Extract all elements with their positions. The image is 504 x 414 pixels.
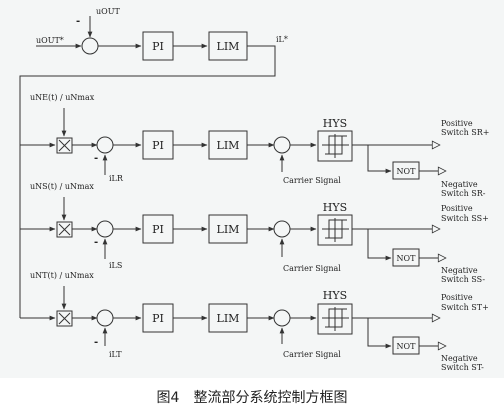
- hys-label-t: HYS: [323, 289, 347, 302]
- minus-sign-s: -: [94, 237, 98, 248]
- carrier-label-r: Carrier Signal: [283, 176, 341, 185]
- pi-label-top: PI: [152, 40, 164, 53]
- il-ref-label: iL*: [276, 35, 288, 44]
- hys-label-s: HYS: [323, 201, 347, 214]
- positive-switch-s: Switch SS+: [441, 214, 489, 223]
- positive-label-r: Positive: [441, 119, 473, 128]
- pi-block-top: [142, 31, 174, 61]
- lim-label-top: LIM: [217, 40, 240, 53]
- negative-switch-r: Switch SR-: [441, 189, 486, 198]
- figure-caption: 图4 整流部分系统控制方框图: [157, 390, 348, 406]
- voltage-loop: uOUT* uOUT - PI LIM iL*: [19, 7, 288, 318]
- sum-junction-t: [96, 309, 114, 327]
- carrier-label-s: Carrier Signal: [283, 264, 341, 273]
- negative-switch-t: Switch ST-: [441, 363, 484, 372]
- lim-label-s: LIM: [217, 223, 240, 236]
- hys-label-r: HYS: [323, 117, 347, 130]
- wire-to-not-t: [367, 318, 392, 349]
- lim-label-r: LIM: [217, 139, 240, 152]
- compare-junction-s: [273, 220, 291, 238]
- compare-junction-t: [273, 309, 291, 327]
- fb-label-r: iLR: [109, 174, 124, 183]
- hysteresis-icon-s: [322, 218, 349, 242]
- wire-to-not-s: [367, 229, 392, 261]
- minus-sign-top: -: [76, 16, 80, 27]
- ref-label-r: uNE(t) / uNmax: [30, 93, 95, 102]
- lim-block-s: [208, 214, 248, 244]
- lim-label-t: LIM: [217, 312, 240, 325]
- carrier-label-t: Carrier Signal: [283, 350, 341, 359]
- wire-il-ref-bus: [19, 45, 276, 318]
- positive-switch-t: Switch ST+: [441, 303, 489, 312]
- lim-block-r: [208, 130, 248, 160]
- negative-switch-s: Switch SS-: [441, 275, 485, 284]
- pi-label-r: PI: [152, 139, 164, 152]
- compare-junction-r: [273, 136, 291, 154]
- not-label-r: NOT: [397, 167, 417, 176]
- minus-sign-r: -: [94, 153, 98, 164]
- pi-block-s: [142, 214, 174, 244]
- phase-r-row: uNE(t) / uNmax iLR - PI LIM Carrier Sign…: [20, 93, 489, 198]
- ref-label-s: uNS(t) / uNmax: [30, 182, 94, 191]
- positive-label-t: Positive: [441, 293, 473, 302]
- lim-block-t: [208, 303, 248, 333]
- pi-block-r: [142, 130, 174, 160]
- negative-label-t: Negative: [441, 354, 478, 363]
- phase-t-row: uNT(t) / uNmax iLT - PI LIM Carrier Sign…: [20, 271, 489, 372]
- negative-label-r: Negative: [441, 180, 478, 189]
- uout-fb-label: uOUT: [96, 7, 120, 16]
- phase-s-row: uNS(t) / uNmax iLS - PI LIM Carrier Sign…: [20, 182, 489, 284]
- not-label-s: NOT: [397, 254, 417, 263]
- sum-junction-top: [81, 37, 99, 55]
- hysteresis-icon-t: [322, 307, 349, 331]
- minus-sign-t: -: [94, 337, 98, 348]
- positive-label-s: Positive: [441, 204, 473, 213]
- pi-label-t: PI: [152, 312, 164, 325]
- ref-label-t: uNT(t) / uNmax: [30, 271, 94, 280]
- caption-area: [0, 378, 504, 414]
- sum-junction-r: [96, 136, 114, 154]
- not-label-t: NOT: [397, 342, 417, 351]
- lim-block-top: [208, 31, 248, 61]
- positive-switch-r: Switch SR+: [441, 128, 489, 137]
- pi-label-s: PI: [152, 223, 164, 236]
- sum-junction-s: [96, 220, 114, 238]
- fb-label-t: iLT: [109, 350, 122, 359]
- fb-label-s: iLS: [109, 261, 122, 270]
- wire-to-not-r: [367, 145, 392, 174]
- hysteresis-icon-r: [322, 134, 349, 158]
- negative-label-s: Negative: [441, 266, 478, 275]
- uout-ref-label: uOUT*: [36, 36, 64, 45]
